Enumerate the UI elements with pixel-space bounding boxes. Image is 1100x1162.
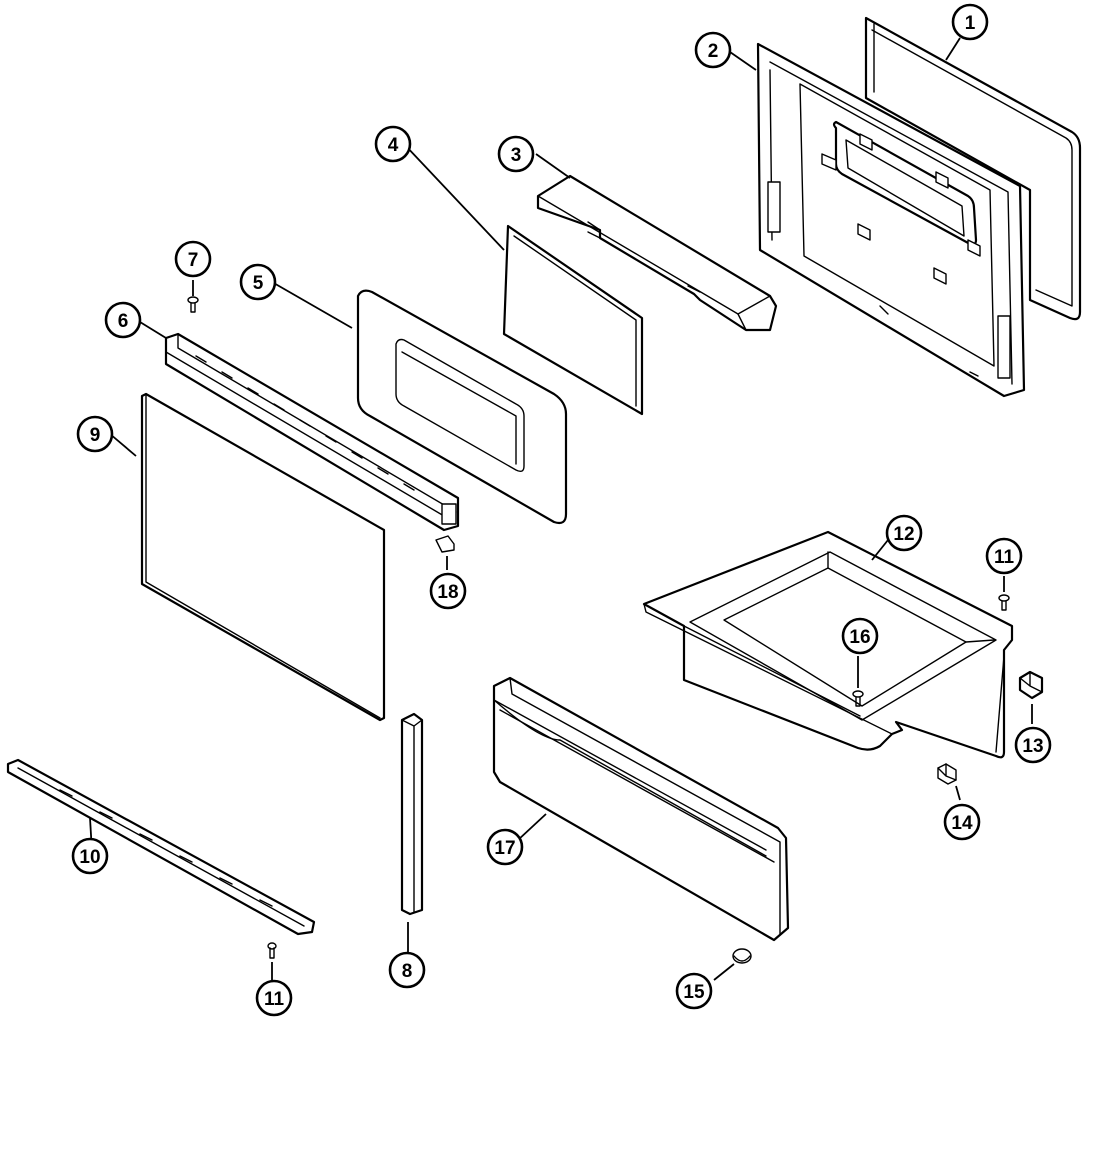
- part-10-bottom-trim: [6, 758, 316, 936]
- callout-11-upper: 11: [985, 537, 1023, 575]
- callout-10: 10: [71, 837, 109, 875]
- callout-12: 12: [885, 514, 923, 552]
- callout-13-label: 13: [1022, 736, 1043, 757]
- callout-11-lower-label: 11: [264, 989, 285, 1010]
- part-18-clip: [435, 535, 455, 570]
- part-7-screw: [187, 280, 199, 313]
- callout-12-label: 12: [893, 524, 914, 545]
- part-14-clip: [937, 763, 961, 801]
- callout-9-label: 9: [90, 425, 101, 446]
- callout-11-upper-label: 11: [994, 547, 1015, 568]
- callout-6-label: 6: [118, 311, 129, 332]
- callout-8: 8: [388, 951, 426, 989]
- callout-1-label: 1: [965, 13, 976, 34]
- part-15-knob: [713, 948, 752, 981]
- callout-16: 16: [841, 617, 879, 655]
- callout-17: 17: [486, 828, 524, 866]
- part-11-screw-upper: [998, 576, 1010, 611]
- callout-11-lower: 11: [255, 979, 293, 1017]
- callout-13: 13: [1014, 726, 1052, 764]
- part-6-door-trim: [164, 332, 460, 532]
- callout-15-label: 15: [683, 982, 705, 1003]
- callout-15: 15: [675, 972, 713, 1010]
- callout-4: 4: [374, 125, 412, 163]
- callout-3: 3: [497, 135, 535, 173]
- callout-14-label: 14: [951, 813, 973, 834]
- callout-18: 18: [429, 572, 467, 610]
- callout-16-label: 16: [849, 627, 870, 648]
- callout-4-label: 4: [388, 135, 399, 156]
- part-11-screw-lower: [267, 942, 277, 980]
- part-3-insulation: [536, 174, 778, 332]
- callout-5-label: 5: [253, 273, 264, 294]
- callout-2-label: 2: [708, 41, 719, 62]
- callout-10-label: 10: [79, 847, 100, 868]
- part-5-window-frame: [356, 289, 568, 525]
- callout-7: 7: [174, 240, 212, 278]
- callout-8-label: 8: [402, 961, 413, 982]
- callout-1: 1: [951, 3, 989, 41]
- callout-14: 14: [943, 803, 981, 841]
- part-8-side-trim: [400, 712, 424, 952]
- callout-3-label: 3: [511, 145, 522, 166]
- callout-9: 9: [76, 415, 114, 453]
- part-16-screw: [852, 656, 864, 707]
- callout-18-label: 18: [437, 582, 458, 603]
- part-13-bracket: [1018, 670, 1044, 724]
- part-2-inner-door-panel: [756, 42, 1026, 398]
- callout-2: 2: [694, 31, 732, 69]
- part-1-door-gasket: [864, 16, 1082, 321]
- part-17-drawer-front: [492, 676, 790, 942]
- callout-6: 6: [104, 301, 142, 339]
- part-4-glass-panel: [502, 224, 644, 416]
- callout-17-label: 17: [494, 838, 515, 859]
- callouts: 1 2 3 4 5 6 7 8 9 10 11 11 12 13 14 15 1…: [71, 3, 1052, 1017]
- part-9-outer-door-panel: [140, 392, 386, 722]
- callout-5: 5: [239, 263, 277, 301]
- callout-7-label: 7: [188, 250, 199, 271]
- part-12-drawer: [642, 530, 1014, 759]
